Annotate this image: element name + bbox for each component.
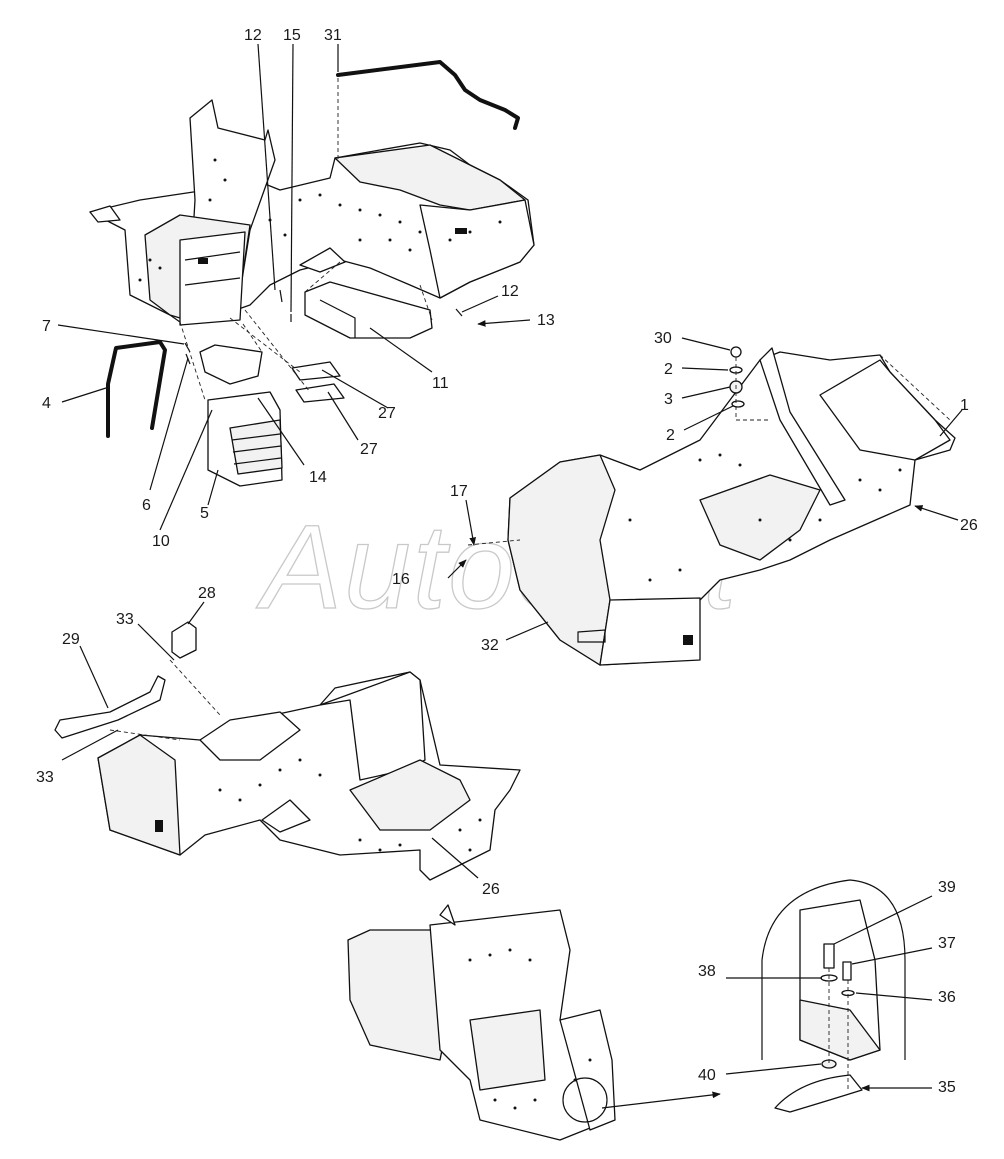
callout-7: 7 <box>42 318 51 335</box>
callout-14: 14 <box>309 469 327 486</box>
callout-32: 32 <box>481 637 499 654</box>
callout-2: 2 <box>666 427 675 444</box>
callouts-top-left: 12 15 31 7 4 6 10 5 14 27 27 11 12 13 <box>42 27 555 550</box>
callout-29: 29 <box>62 631 80 648</box>
callout-33: 33 <box>116 611 134 628</box>
leaders-top-left <box>57 43 531 531</box>
callout-38: 38 <box>698 963 716 980</box>
callout-12: 12 <box>244 27 262 44</box>
callout-10: 10 <box>152 533 170 550</box>
callout-40: 40 <box>698 1067 716 1084</box>
callouts-detail: 39 37 38 36 40 35 <box>698 879 956 1096</box>
callouts-right: 30 2 3 2 1 26 17 16 32 <box>392 330 978 654</box>
callout-31: 31 <box>324 27 342 44</box>
leaders-middle-left <box>61 601 479 879</box>
detail-arrow <box>601 1091 721 1109</box>
callout-2: 2 <box>664 361 673 378</box>
callout-27: 27 <box>378 405 396 422</box>
assembly-top-left <box>89 60 535 487</box>
callout-4: 4 <box>42 395 51 412</box>
callout-37: 37 <box>938 935 956 952</box>
leaders-detail <box>725 895 933 1092</box>
assembly-right <box>467 346 956 666</box>
callout-36: 36 <box>938 989 956 1006</box>
detail-view <box>761 879 906 1113</box>
callout-3: 3 <box>664 391 673 408</box>
callout-11: 11 <box>432 375 449 392</box>
callout-33: 33 <box>36 769 54 786</box>
callout-13: 13 <box>537 312 555 329</box>
callout-15: 15 <box>283 27 301 44</box>
leaders-right <box>447 337 963 641</box>
callout-12: 12 <box>501 283 519 300</box>
callout-27: 27 <box>360 441 378 458</box>
callout-1: 1 <box>960 397 969 414</box>
callout-26: 26 <box>960 517 978 534</box>
callout-28: 28 <box>198 585 216 602</box>
callout-16: 16 <box>392 571 410 588</box>
callout-17: 17 <box>450 483 468 500</box>
detail-circle <box>562 1077 608 1123</box>
callout-26: 26 <box>482 881 500 898</box>
callout-6: 6 <box>142 497 151 514</box>
callout-5: 5 <box>200 505 209 522</box>
callout-30: 30 <box>654 330 672 347</box>
assembly-middle-left <box>54 621 521 881</box>
callouts-middle-left: 28 33 29 33 26 <box>36 585 500 898</box>
callout-35: 35 <box>938 1079 956 1096</box>
callout-39: 39 <box>938 879 956 896</box>
assembly-bottom <box>347 904 721 1141</box>
